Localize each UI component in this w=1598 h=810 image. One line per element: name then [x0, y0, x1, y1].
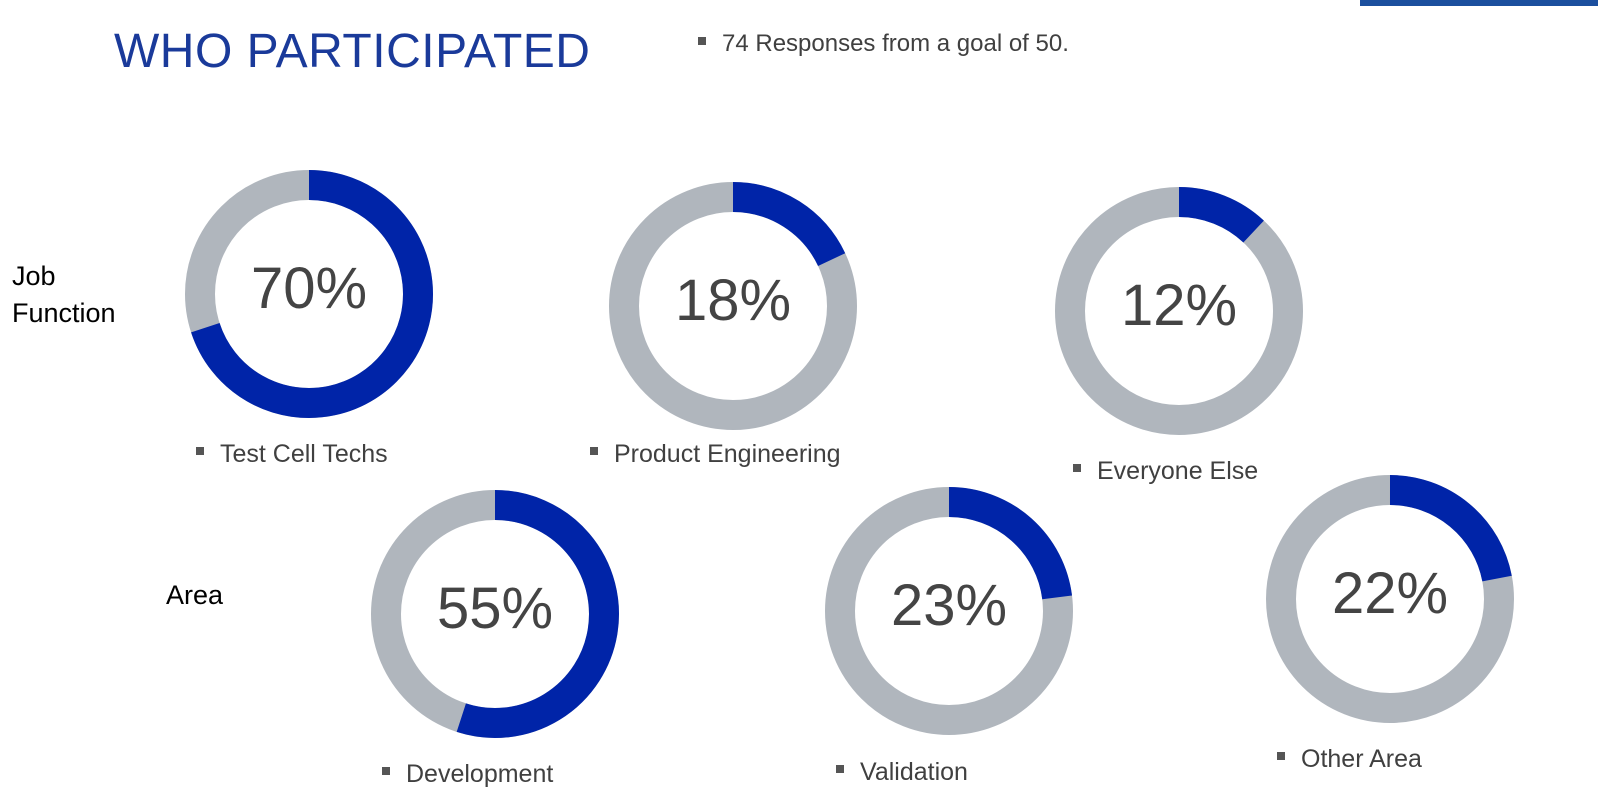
caption-everyone-else: Everyone Else — [1073, 457, 1258, 486]
caption-product-engineering: Product Engineering — [590, 440, 841, 469]
responses-summary-text: 74 Responses from a goal of 50. — [722, 30, 1069, 57]
donut-percent-label: 70% — [251, 256, 367, 321]
caption-test-cell-techs: Test Cell Techs — [196, 440, 388, 469]
caption-label: Everyone Else — [1097, 457, 1259, 485]
donut-percent-label: 23% — [891, 573, 1007, 638]
donut-chart-everyone-else: 12% — [1055, 187, 1303, 435]
row-label-area: Area — [166, 580, 224, 610]
bullet-icon — [698, 36, 706, 45]
donut-value-arc — [456, 490, 619, 738]
caption-development: Development — [382, 760, 553, 789]
bullet-icon — [196, 447, 204, 456]
caption-validation: Validation — [836, 758, 968, 787]
bullet-icon — [1277, 752, 1285, 761]
donut-percent-label: 18% — [675, 268, 791, 333]
donut-value-arc — [948, 487, 1073, 600]
caption-label: Product Engineering — [614, 440, 841, 468]
slide-title: WHO PARTICIPATED — [114, 25, 591, 78]
bullet-icon — [590, 447, 598, 456]
caption-label: Test Cell Techs — [220, 440, 388, 468]
caption-other-area: Other Area — [1277, 745, 1422, 774]
row-label-function: Function — [12, 298, 116, 328]
donut-chart-validation: 23% — [825, 487, 1073, 735]
caption-label: Validation — [860, 758, 968, 786]
donut-value-arc — [1178, 187, 1264, 243]
donut-percent-label: 22% — [1332, 561, 1448, 626]
corner-accent-bar — [1360, 0, 1598, 6]
donut-value-arc — [191, 170, 433, 418]
row-label-job: Job — [12, 261, 56, 291]
donut-chart-product-engineering: 18% — [609, 182, 857, 430]
donut-chart-development: 55% — [371, 490, 619, 738]
caption-label: Development — [406, 760, 554, 788]
donut-chart-other-area: 22% — [1266, 475, 1514, 723]
caption-label: Other Area — [1301, 745, 1422, 773]
bullet-icon — [382, 767, 390, 776]
row-label-job-function: Job Function — [12, 258, 116, 332]
donut-percent-label: 55% — [437, 576, 553, 641]
donut-value-arc — [1389, 475, 1512, 582]
bullet-icon — [836, 765, 844, 774]
donut-percent-label: 12% — [1121, 273, 1237, 338]
donut-chart-test-cell-techs: 70% — [185, 170, 433, 418]
donut-value-arc — [732, 182, 846, 267]
bullet-icon — [1073, 464, 1081, 473]
responses-summary: 74 Responses from a goal of 50. — [698, 30, 1069, 58]
